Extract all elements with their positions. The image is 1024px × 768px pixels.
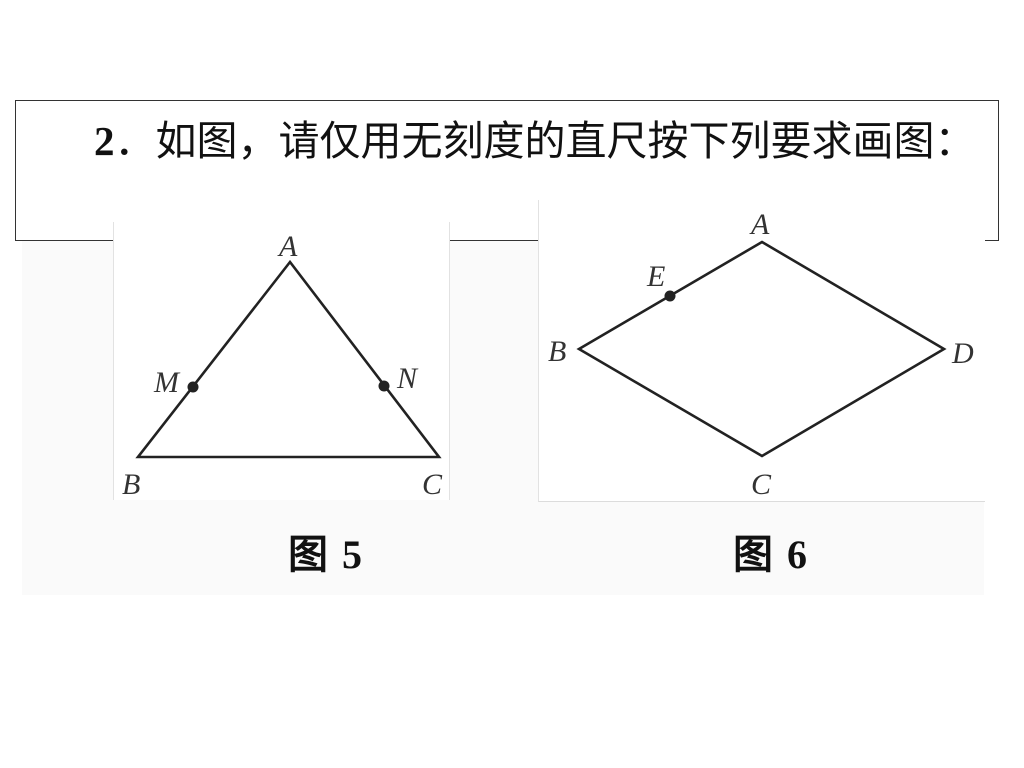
- label-b: B: [122, 468, 140, 500]
- figure-5-triangle: A M N B C: [113, 222, 450, 501]
- figure-5-caption: 图 5: [288, 522, 362, 580]
- rhombus-abcd: [576, 240, 947, 458]
- rhombus-diagram: A E B D C: [548, 208, 974, 501]
- caption-prefix: 图: [288, 531, 328, 578]
- question-separator: ．: [114, 117, 156, 165]
- label-d: D: [951, 337, 974, 370]
- question-body: 如图，请仅用无刻度的直尺按下列要求画图：: [155, 117, 976, 165]
- triangle-diagram: A M N B C: [122, 230, 443, 501]
- figure-6-caption: 图 6: [733, 522, 807, 580]
- point-e-dot: [664, 290, 676, 302]
- label-e: E: [646, 260, 665, 293]
- label-c: C: [751, 468, 772, 501]
- label-n: N: [396, 362, 419, 395]
- label-b: B: [548, 335, 566, 368]
- question-number: 2: [94, 118, 115, 164]
- caption-prefix: 图: [733, 531, 773, 578]
- caption-number: 6: [786, 532, 807, 577]
- figure-6-rhombus: A E B D C: [538, 200, 985, 502]
- label-a: A: [277, 230, 298, 263]
- label-m: M: [153, 366, 181, 399]
- point-m-dot: [187, 381, 199, 393]
- point-n-dot: [378, 380, 390, 392]
- question-text: 2．如图，请仅用无刻度的直尺按下列要求画图：: [18, 108, 1008, 174]
- caption-number: 5: [341, 532, 362, 577]
- label-a: A: [749, 208, 770, 241]
- label-c: C: [422, 468, 443, 500]
- triangle-abc: [135, 259, 442, 459]
